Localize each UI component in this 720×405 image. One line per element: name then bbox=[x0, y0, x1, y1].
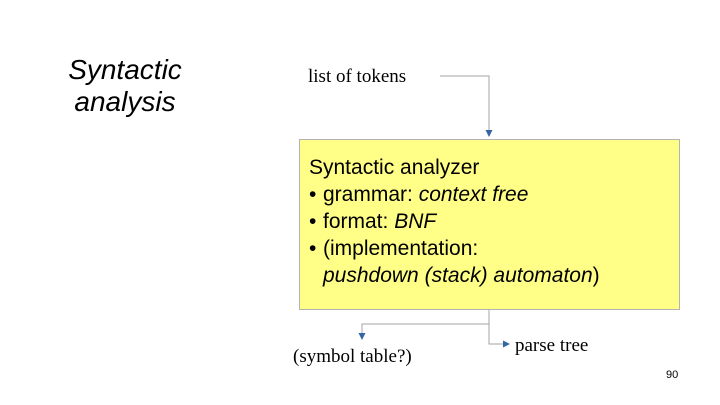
bullet-implementation-prefix: (implementation: bbox=[323, 237, 479, 260]
input-label-list-of-tokens: list of tokens bbox=[308, 66, 407, 87]
page-number: 90 bbox=[666, 369, 679, 381]
bullet-dot-icon: • bbox=[309, 237, 317, 260]
bullet-implementation-suffix: ) bbox=[592, 264, 600, 287]
input-connector bbox=[440, 75, 493, 137]
bullet-format-emphasis: BNF bbox=[394, 210, 437, 233]
bullet-implementation-emphasis: pushdown (stack) automaton bbox=[323, 264, 593, 287]
slide-title-line-1: Syntactic bbox=[68, 54, 182, 85]
bullet-dot-icon: • bbox=[309, 210, 317, 233]
output-connector bbox=[488, 310, 510, 348]
bullet-implementation: • (implementation: pushdown (stack) automa… bbox=[309, 235, 671, 289]
analyzer-box-title: Syntactic analyzer bbox=[309, 156, 480, 179]
bullet-dot-icon: • bbox=[309, 183, 317, 206]
side-output-connector bbox=[358, 323, 489, 340]
bullet-format: • format: BNF bbox=[309, 208, 671, 235]
bullet-grammar-prefix: grammar: bbox=[323, 183, 419, 206]
output-label-parse-tree: parse tree bbox=[515, 335, 589, 356]
slide-title-line-2: analysis bbox=[74, 86, 176, 117]
bullet-format-prefix: format: bbox=[323, 210, 395, 233]
analyzer-bullet-list: • grammar: context free • format: BNF • (im… bbox=[309, 181, 671, 289]
output-label-symbol-table: (symbol table?) bbox=[293, 346, 412, 367]
bullet-grammar: • grammar: context free bbox=[309, 181, 671, 208]
slide-title: Syntactic analysis bbox=[40, 54, 210, 118]
bullet-grammar-emphasis: context free bbox=[418, 183, 529, 206]
syntactic-analyzer-box: Syntactic analyzer • grammar: context fre… bbox=[299, 139, 680, 310]
